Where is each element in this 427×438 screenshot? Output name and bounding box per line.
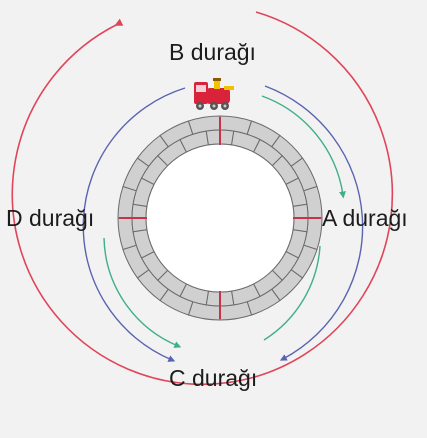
stop-label-b: B durağı — [169, 39, 256, 65]
stop-label-d: D durağı — [6, 205, 94, 231]
stop-label-c: C durağı — [169, 365, 257, 391]
ring-center — [146, 144, 294, 292]
toy-train-icon — [194, 78, 234, 110]
stop-label-a: A durağı — [322, 205, 408, 231]
ring-track — [118, 116, 322, 320]
